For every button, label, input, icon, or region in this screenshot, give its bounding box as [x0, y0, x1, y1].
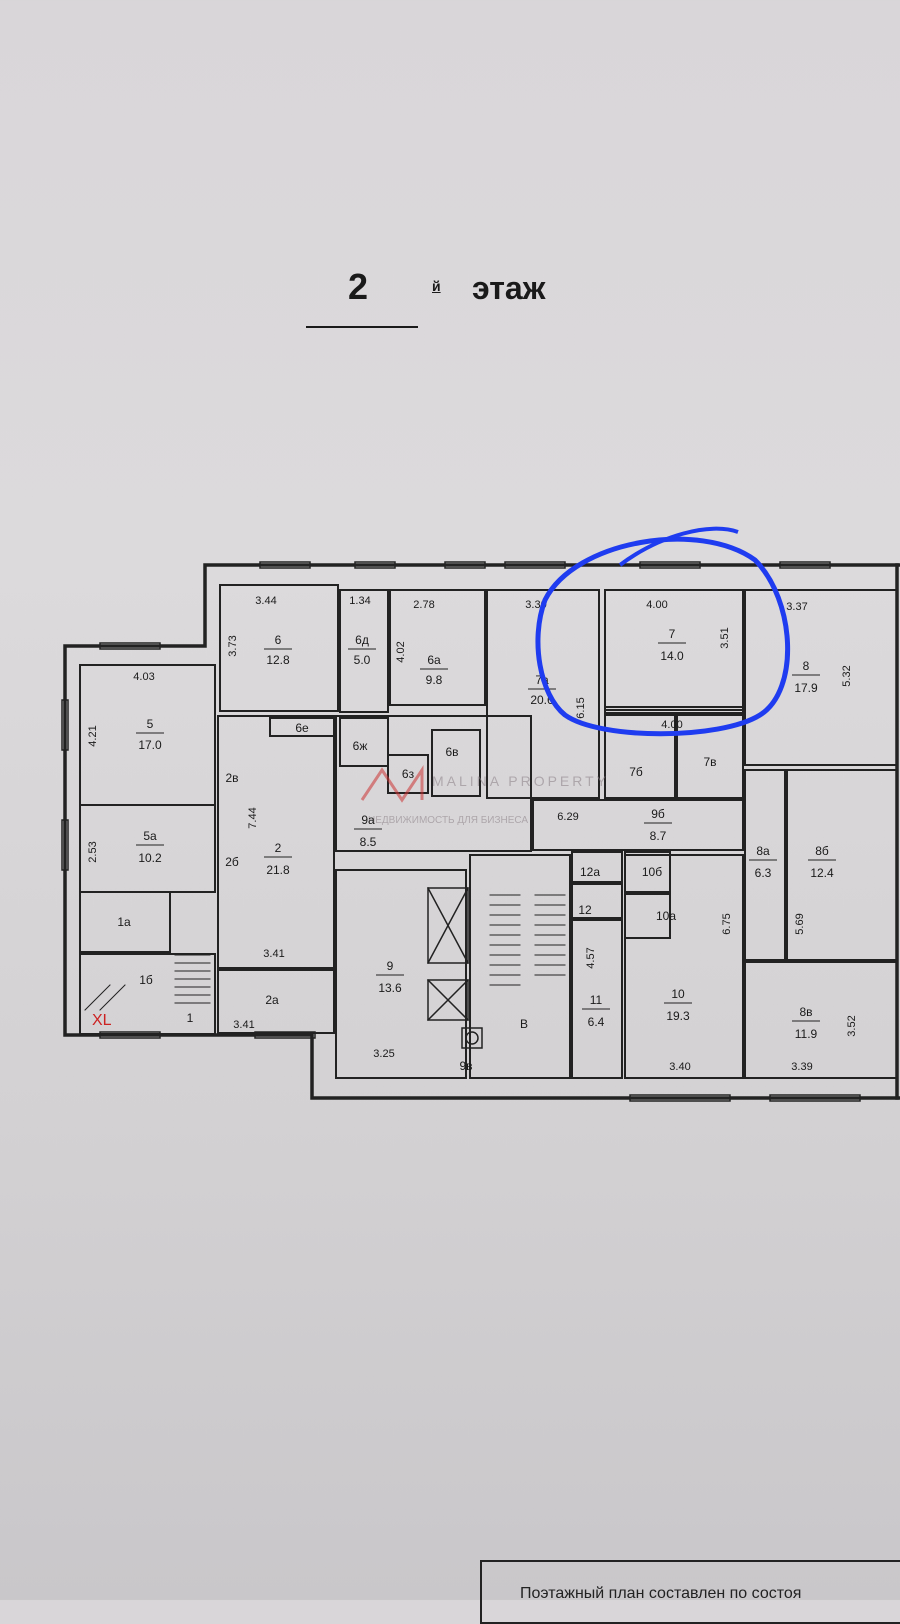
label: 10б [642, 865, 662, 879]
malina-watermark: MALINA PROPERTY НЕДВИЖИМОСТЬ ДЛЯ БИЗНЕСА [360, 765, 609, 826]
label: 6з [402, 767, 415, 781]
label: 6в [445, 745, 458, 759]
label: 2а [265, 993, 279, 1007]
floor-word: этаж [472, 270, 546, 306]
room-name: 5а [143, 829, 157, 843]
room-name: 8б [815, 844, 829, 858]
room-area: 8.7 [650, 829, 667, 843]
label: 1а [117, 915, 131, 929]
room-name: 8в [799, 1005, 812, 1019]
room-name: 11 [590, 993, 603, 1007]
dimension: 2.53 [87, 841, 99, 862]
floor-underline [306, 326, 418, 328]
dimension: 3.52 [846, 1015, 858, 1036]
label: 10а [656, 909, 676, 923]
dimension: 4.02 [395, 641, 407, 662]
room-name: 5 [147, 717, 154, 731]
corner-mark: XL [92, 1012, 112, 1029]
dimension: 7.44 [247, 807, 259, 828]
watermark-brand: MALINA PROPERTY [432, 773, 609, 789]
dimension: 3.41 [233, 1019, 254, 1031]
label: 12 [578, 903, 592, 917]
label: 6е [295, 721, 309, 735]
room-name: 8 [803, 659, 810, 673]
floor-suffix: й [432, 278, 441, 294]
room-area: 12.4 [810, 866, 834, 880]
room-name: 7 [669, 627, 676, 641]
room-name: 2 [275, 841, 282, 855]
footer-note: Поэтажный план составлен по состоя [520, 1585, 802, 1602]
room-area: 9.8 [426, 673, 443, 687]
room-area: 21.8 [266, 863, 290, 877]
dimension: 6.15 [575, 697, 587, 718]
floor-number: 2 [348, 266, 369, 307]
dimension: 6.75 [721, 913, 733, 934]
label: 2в [225, 771, 238, 785]
room-area: 17.9 [794, 681, 818, 695]
dimension: 6.29 [557, 811, 578, 823]
label: 7в [703, 755, 716, 769]
room-area: 6.4 [588, 1015, 605, 1029]
dimension: 3.37 [786, 601, 807, 613]
label: 12а [580, 865, 600, 879]
dimension: 3.73 [227, 635, 239, 656]
dimension: 4.21 [87, 725, 99, 746]
room-area: 14.0 [660, 649, 684, 663]
dimension: 3.25 [373, 1048, 394, 1060]
dimension: 4.00 [646, 599, 667, 611]
room-area: 5.0 [354, 653, 371, 667]
label: 9в [459, 1059, 472, 1073]
label: 2б [225, 855, 239, 869]
label: 7б [629, 765, 643, 779]
room-highlight [535, 526, 790, 737]
room-area: 17.0 [138, 738, 162, 752]
dimension: 4.00 [661, 719, 682, 731]
room-area: 12.8 [266, 653, 290, 667]
room-area: 19.3 [666, 1009, 690, 1023]
room-area: 10.2 [138, 851, 162, 865]
dimension: 4.03 [133, 671, 154, 683]
elevator-shafts [426, 886, 483, 1049]
dimension: 3.39 [791, 1061, 812, 1073]
dimension: 3.44 [255, 595, 276, 607]
room-name: 6д [355, 633, 369, 647]
interior-walls [79, 584, 898, 1079]
dimension: 4.57 [585, 947, 597, 968]
plan-header: 2 й этаж [0, 0, 900, 360]
dimension: 2.78 [413, 599, 434, 611]
label: В [520, 1017, 528, 1031]
dimension: 3.51 [719, 627, 731, 648]
dimension: 3.40 [669, 1061, 690, 1073]
dimension: 3.41 [263, 948, 284, 960]
room-name: 10 [671, 987, 685, 1001]
stairs [84, 894, 566, 1011]
watermark-tagline: НЕДВИЖИМОСТЬ ДЛЯ БИЗНЕСА [368, 815, 528, 826]
windows [61, 561, 861, 1102]
label: 6ж [353, 739, 368, 753]
dimension: 5.69 [794, 913, 806, 934]
room-name: 6 [275, 633, 282, 647]
room-area: 13.6 [378, 981, 402, 995]
room-name: 9 [387, 959, 394, 973]
room-area: 8.5 [360, 835, 377, 849]
label: 1б [139, 973, 153, 987]
short-labels: 6е 6ж 6з 6в 7б 7в 2в 2б 12а 10б 12 10а 1… [117, 721, 716, 1073]
room-name: 6а [427, 653, 441, 667]
dimension: 5.32 [841, 665, 853, 686]
room-name: 9а [361, 813, 375, 827]
dimension: 1.34 [349, 595, 370, 607]
room-area: 6.3 [755, 866, 772, 880]
label: 1 [187, 1011, 194, 1025]
room-area: 11.9 [795, 1027, 818, 1041]
room-name: 9б [651, 807, 665, 821]
room-name: 8а [756, 844, 770, 858]
